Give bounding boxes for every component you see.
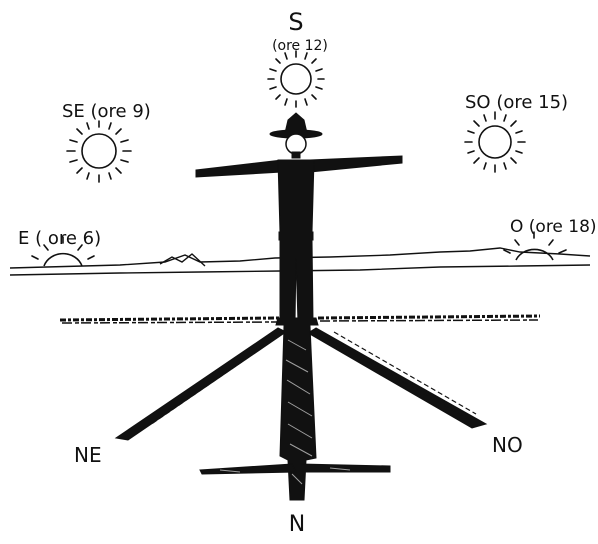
label-east: E ( ore 6) xyxy=(18,228,101,249)
label-southeast: SE (ore 9) xyxy=(62,101,151,122)
scout-figure xyxy=(196,113,402,325)
sun-southeast xyxy=(67,121,131,182)
label-northeast: NE xyxy=(74,443,102,467)
label-northwest: NO xyxy=(492,433,523,457)
shadow-ray-northeast xyxy=(116,328,286,440)
sun-south xyxy=(268,51,324,107)
label-south-time: (ore 12) xyxy=(272,38,328,54)
shadow-ray-northwest xyxy=(308,328,486,428)
sun-southwest xyxy=(465,112,525,172)
label-north: N xyxy=(289,512,305,537)
figure-shadow-north xyxy=(200,326,390,500)
label-south: S xyxy=(288,8,303,36)
label-west: O (ore 18) xyxy=(510,217,597,237)
label-southwest: SO (ore 15) xyxy=(465,92,568,113)
